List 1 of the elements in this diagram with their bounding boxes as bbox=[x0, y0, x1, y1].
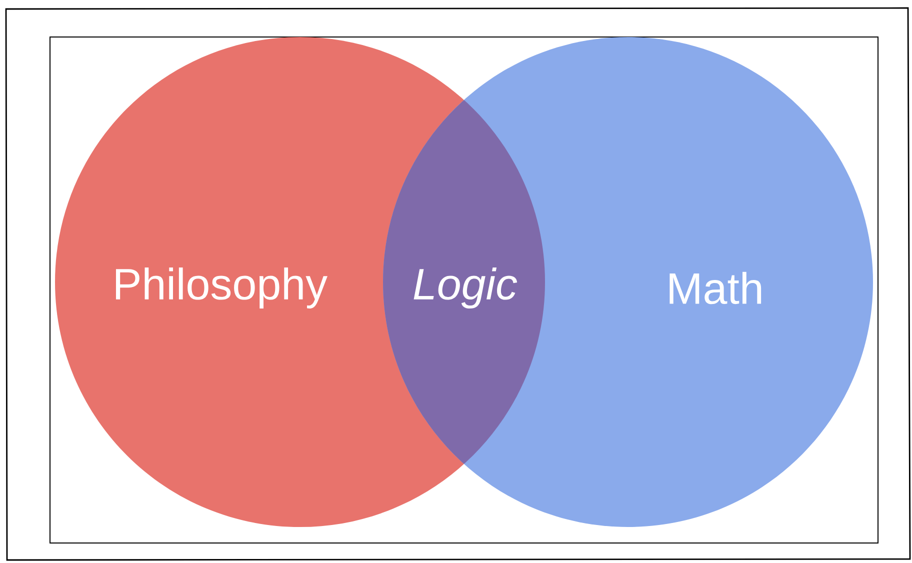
overlap-region: Logic bbox=[414, 268, 518, 308]
